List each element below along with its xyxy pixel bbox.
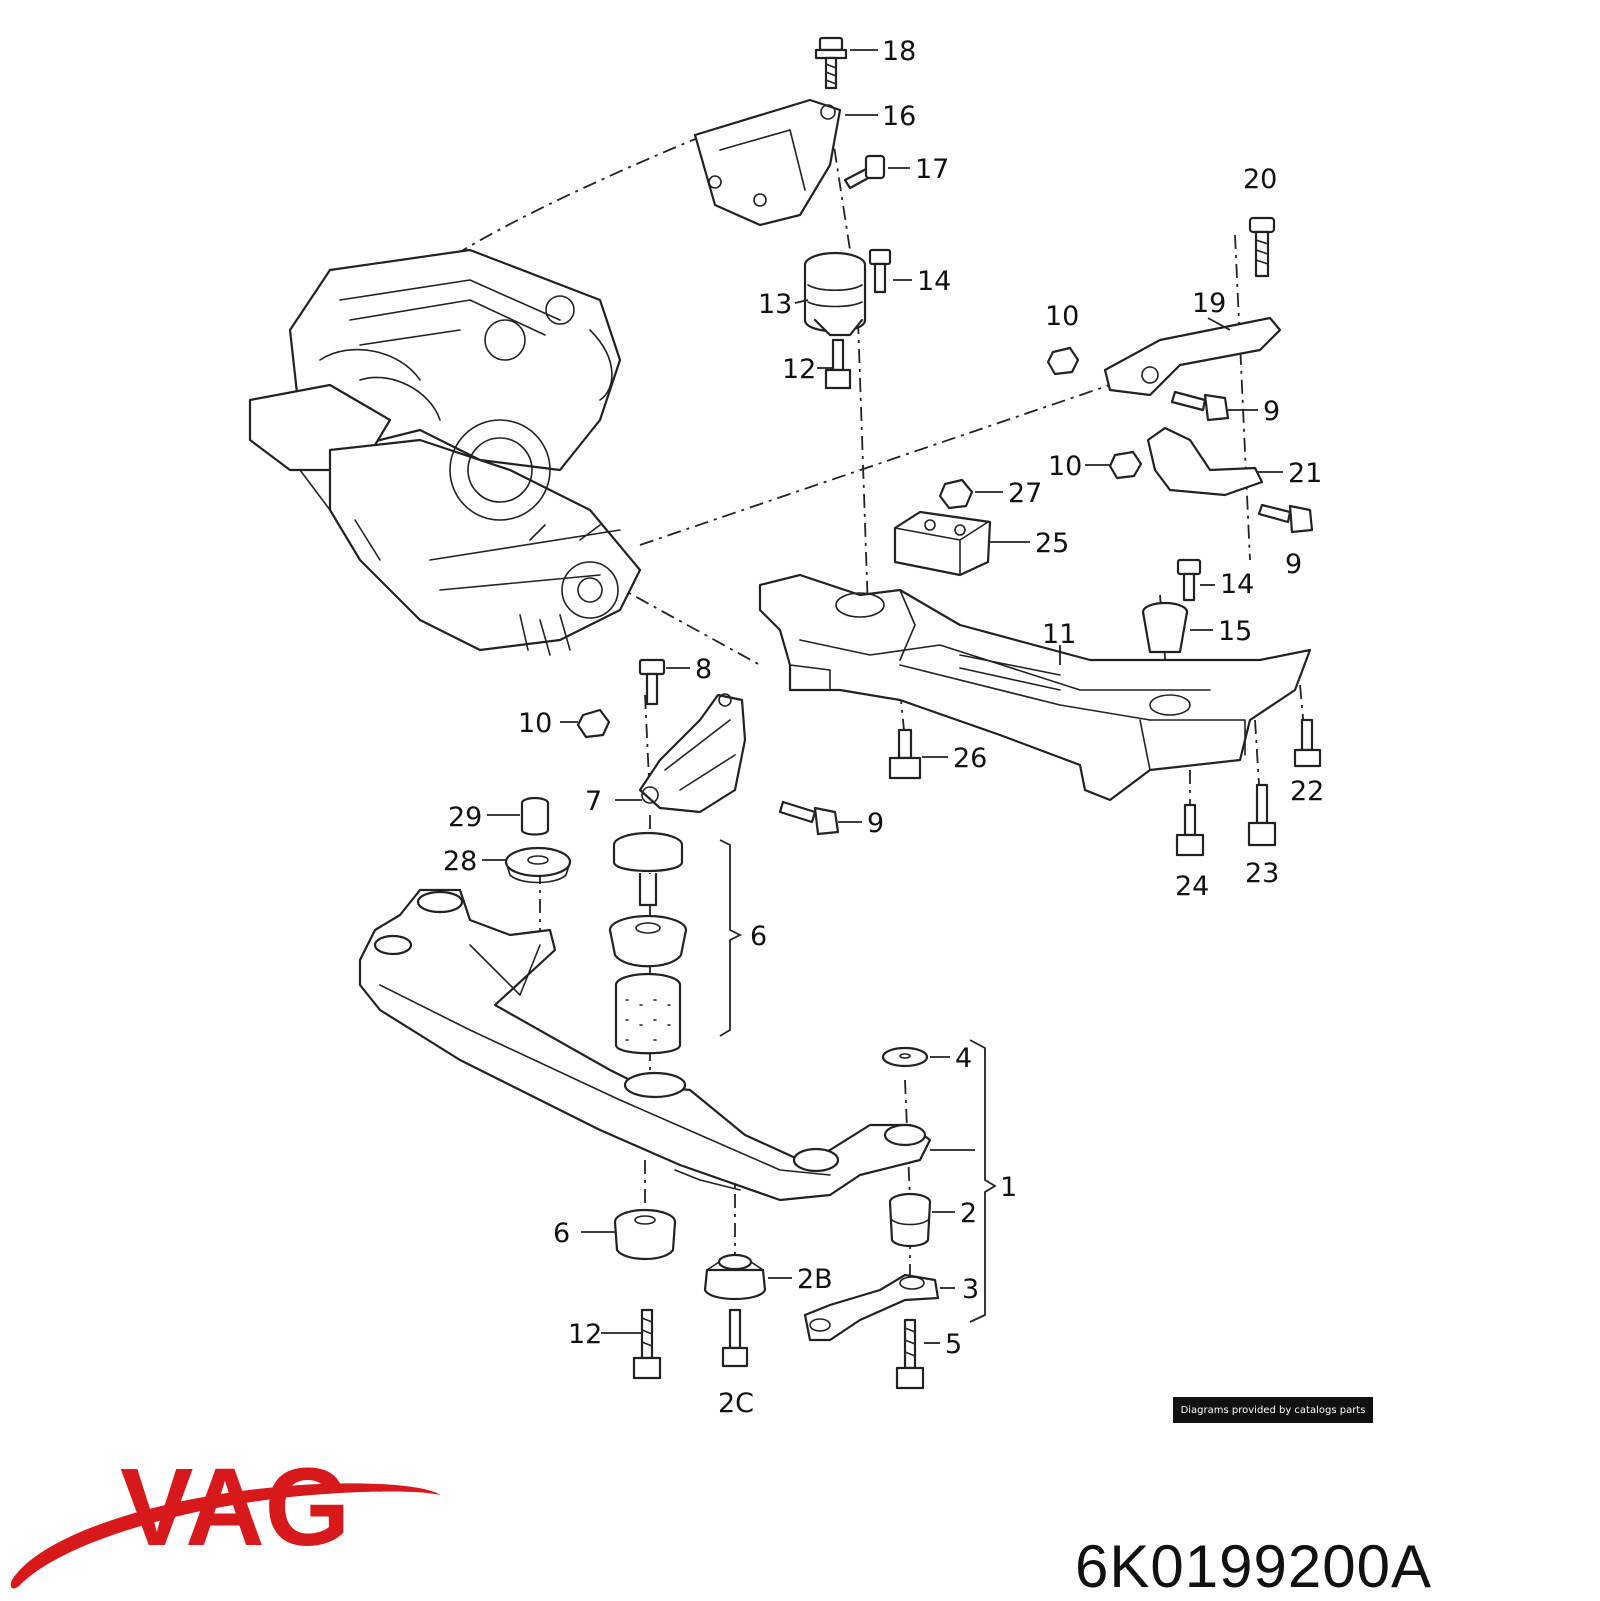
mount-15	[1141, 601, 1189, 654]
sleeve-29	[520, 796, 550, 836]
callout-20: 20	[1243, 164, 1277, 195]
bolt-8	[638, 658, 666, 706]
callout-2c: 2C	[718, 1388, 754, 1419]
callout-24: 24	[1175, 871, 1209, 902]
callout-7: 7	[585, 786, 602, 817]
bolt-9-middle	[1257, 503, 1314, 534]
callout-6-b: 6	[553, 1218, 570, 1249]
mount-2b	[703, 1253, 767, 1300]
callout-5: 5	[945, 1329, 962, 1360]
callout-12-b: 12	[568, 1319, 602, 1350]
callout-29: 29	[448, 802, 482, 833]
callout-12: 12	[782, 354, 816, 385]
bracket-7	[638, 693, 747, 814]
brace-6	[719, 839, 743, 1037]
callout-10-b: 10	[1048, 451, 1082, 482]
nut-27	[938, 478, 974, 510]
bolt-23	[1247, 783, 1277, 847]
bolt-14-right	[1176, 558, 1202, 602]
callout-14: 14	[917, 266, 951, 297]
bolt-22	[1293, 718, 1322, 768]
bolt-5	[895, 1318, 925, 1390]
callout-14-b: 14	[1220, 569, 1254, 600]
bushing-6-lower	[613, 1208, 677, 1260]
callout-3: 3	[962, 1274, 979, 1305]
bolt-12-top	[824, 338, 852, 390]
nut-10-left	[576, 708, 611, 739]
engine-mount-13	[803, 251, 867, 337]
bolt-24	[1175, 803, 1205, 857]
callout-25: 25	[1035, 528, 1069, 559]
engine-gearbox-illustration	[248, 248, 642, 656]
logo-wordmark: VAG	[120, 1446, 350, 1569]
callout-19: 19	[1192, 288, 1226, 319]
brace-1	[969, 1039, 997, 1323]
callout-9: 9	[1263, 396, 1280, 427]
nut-10-middle	[1108, 450, 1143, 480]
bolt-18	[814, 36, 848, 90]
mount-stack-6	[608, 831, 688, 1055]
bolt-17	[843, 154, 886, 190]
callout-9-c: 9	[867, 808, 884, 839]
callout-21: 21	[1288, 458, 1322, 489]
callout-15: 15	[1218, 616, 1252, 647]
washer-28	[504, 846, 572, 884]
block-25	[893, 510, 992, 577]
callout-18: 18	[882, 36, 916, 67]
callout-4: 4	[955, 1043, 972, 1074]
bolt-20	[1248, 216, 1276, 278]
callout-17: 17	[915, 154, 949, 185]
bolt-9-upper	[1170, 390, 1230, 422]
callout-16: 16	[882, 101, 916, 132]
callout-labels: 18 16 17 20 14 13 19 10 12 9 10 21 27 25…	[443, 36, 1324, 1419]
callout-10-c: 10	[518, 708, 552, 739]
part-number: 6K0199200A	[1075, 1533, 1432, 1600]
crossmember-1	[358, 888, 932, 1202]
subframe-11	[758, 573, 1312, 802]
link-3	[803, 1273, 940, 1342]
callout-22: 22	[1290, 776, 1324, 807]
vag-logo: VAG	[10, 1446, 441, 1589]
callout-11: 11	[1042, 619, 1076, 650]
callout-2b: 2B	[797, 1264, 833, 1295]
callout-27: 27	[1008, 478, 1042, 509]
callout-28: 28	[443, 846, 477, 877]
bolt-2c	[721, 1308, 749, 1368]
callout-10: 10	[1045, 301, 1079, 332]
bolt-26	[888, 728, 922, 780]
bracket-21	[1146, 426, 1264, 497]
callout-26: 26	[953, 743, 987, 774]
callout-6: 6	[750, 921, 767, 952]
bolt-12-lower	[632, 1308, 662, 1380]
logo-swoosh	[10, 1483, 441, 1589]
nut-10-top	[1046, 346, 1080, 376]
bolt-14-top	[868, 248, 892, 294]
bracket-19	[1103, 316, 1282, 397]
callout-8: 8	[695, 654, 712, 685]
callout-9-b: 9	[1285, 549, 1302, 580]
bracket-16	[693, 98, 842, 227]
diagram-credit: Diagrams provided by catalogs parts	[1173, 1397, 1373, 1423]
washer-4	[881, 1046, 929, 1068]
bushing-2	[888, 1192, 932, 1248]
callout-13: 13	[758, 289, 792, 320]
leader-lines	[482, 49, 1283, 1344]
callout-2: 2	[960, 1198, 977, 1229]
bolt-9-left	[778, 800, 840, 836]
callout-1: 1	[1000, 1172, 1017, 1203]
callout-23: 23	[1245, 858, 1279, 889]
